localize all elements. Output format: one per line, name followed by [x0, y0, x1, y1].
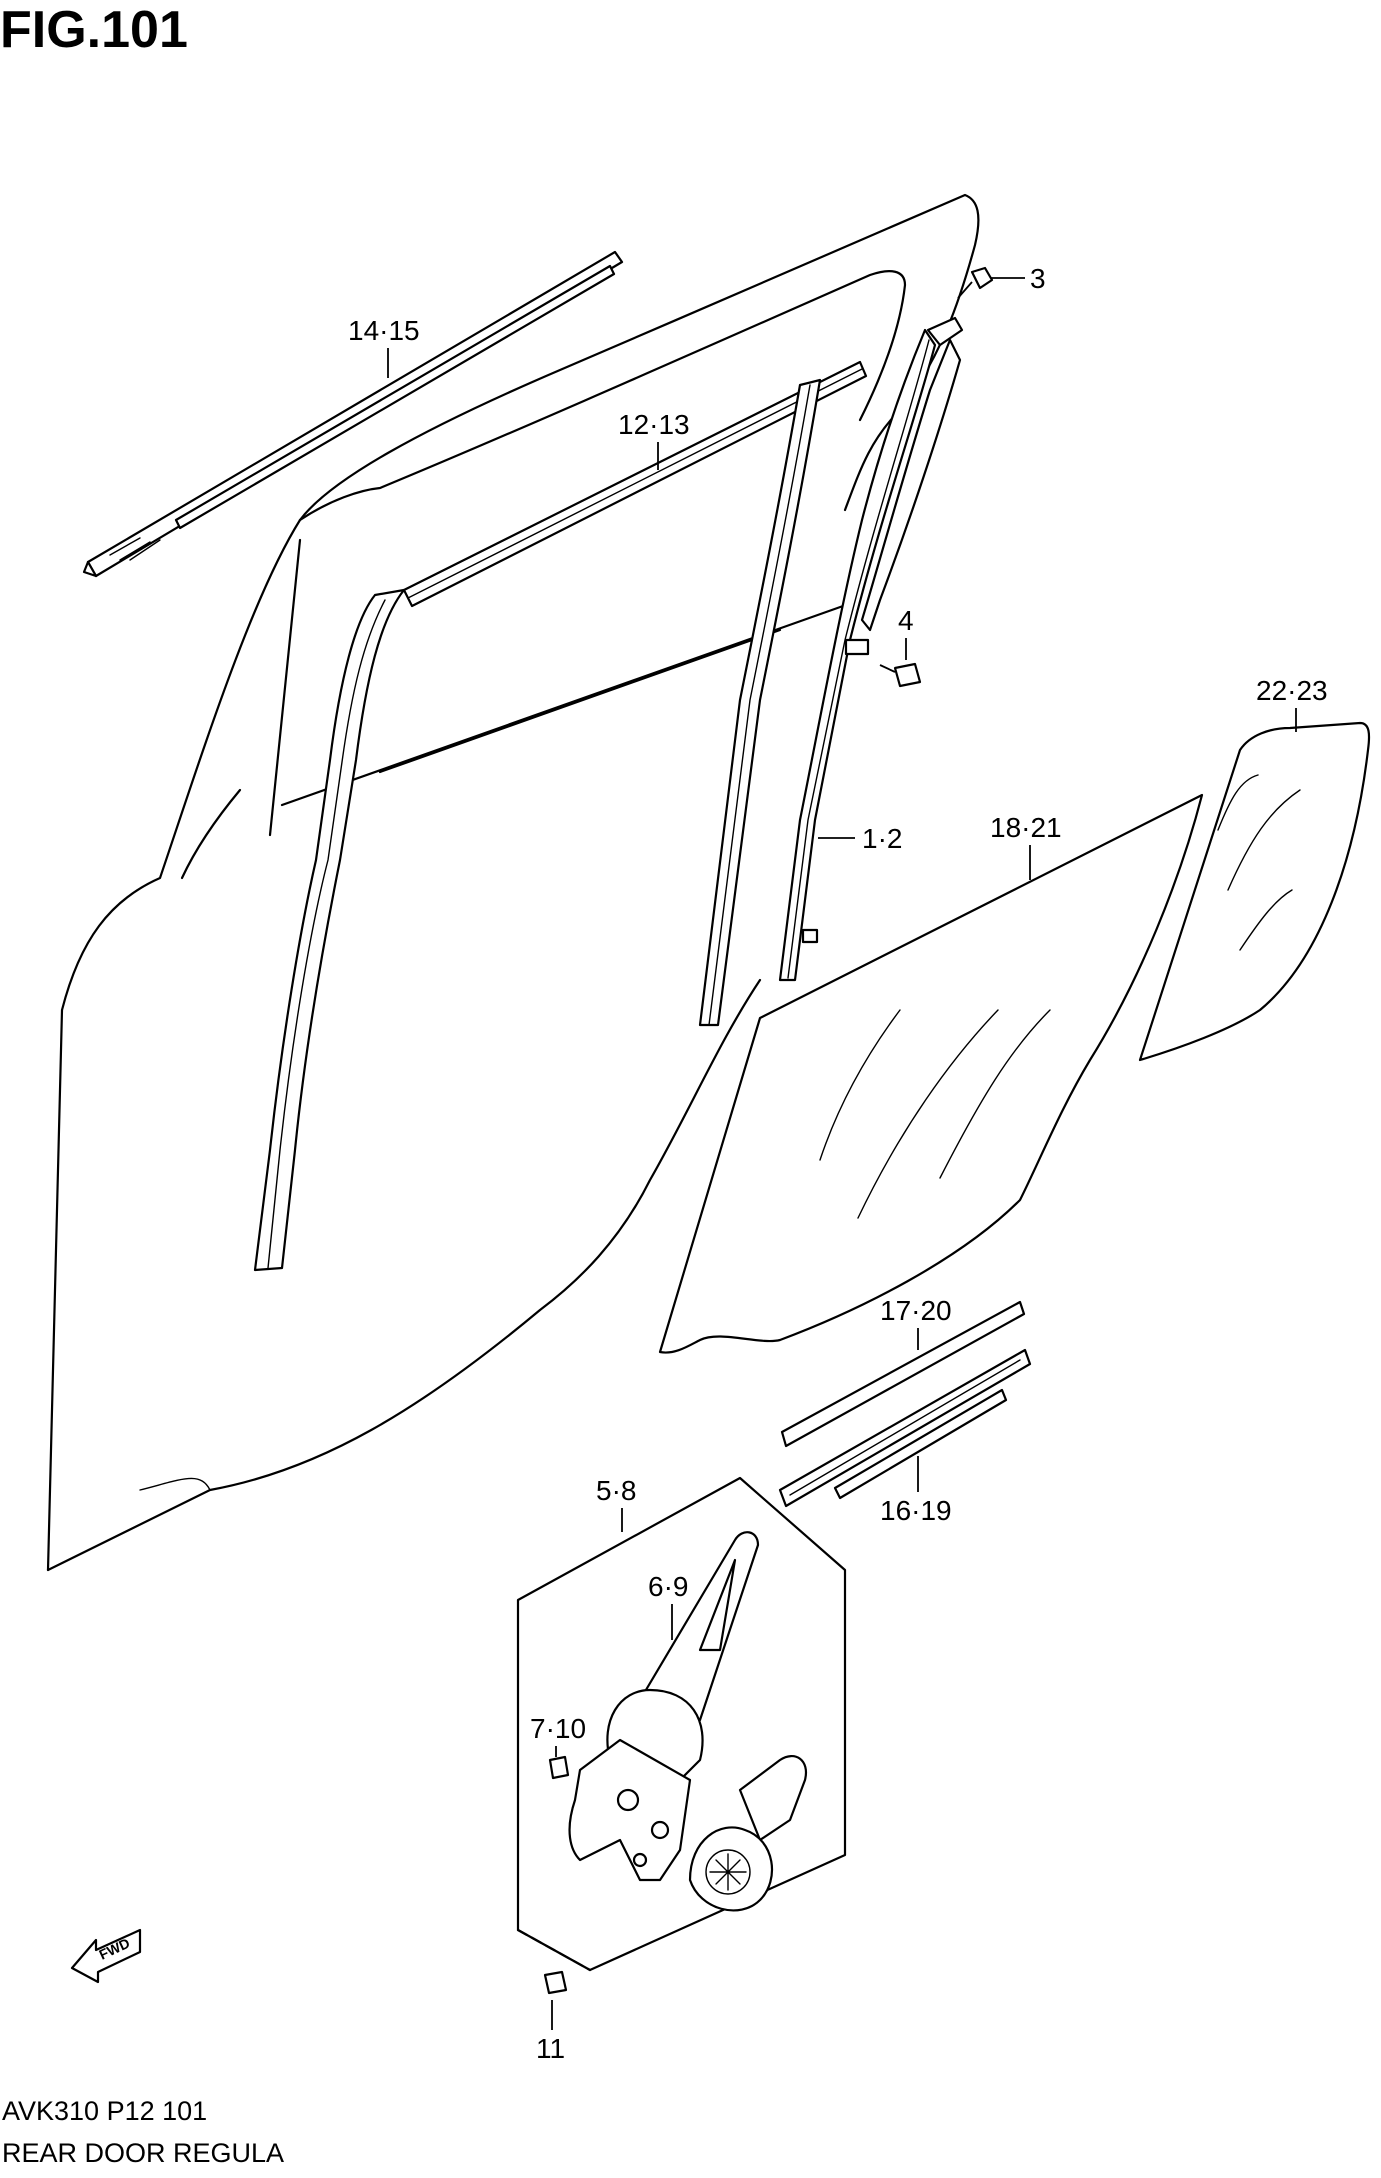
callout-22-23: 22·23 [1256, 675, 1328, 732]
quarter-glass [1138, 721, 1371, 1062]
callout-7-10: 7·10 [530, 1713, 586, 1757]
svg-text:4: 4 [898, 605, 914, 636]
svg-text:16·19: 16·19 [880, 1495, 952, 1526]
bolt-11-icon [543, 1970, 568, 1995]
fwd-arrow-icon: FWD [70, 1928, 142, 1984]
callout-5-8: 5·8 [596, 1475, 636, 1532]
bolt-7-10-icon [548, 1755, 570, 1780]
svg-text:22·23: 22·23 [1256, 675, 1328, 706]
regulator-box [516, 1476, 847, 1972]
upper-moulding [82, 250, 624, 578]
callout-6-9: 6·9 [648, 1571, 688, 1640]
diagram-name: REAR DOOR REGULA [2, 2138, 285, 2168]
weatherstrip-outer [778, 1348, 1032, 1508]
weatherstrip-inner [780, 1300, 1026, 1448]
svg-text:7·10: 7·10 [530, 1713, 586, 1744]
regulator-motor [688, 1755, 808, 1912]
svg-text:5·8: 5·8 [596, 1475, 636, 1506]
figure-title: FIG.101 [0, 1, 188, 59]
callout-16-19: 16·19 [880, 1456, 952, 1526]
screw-3-icon [957, 266, 994, 299]
door-panel [46, 193, 980, 1572]
diagram-code: AVK310 P12 101 [2, 2096, 208, 2126]
door-glass [658, 793, 1204, 1354]
svg-text:11: 11 [536, 2033, 565, 2064]
callout-14-15: 14·15 [348, 315, 420, 378]
svg-text:17·20: 17·20 [880, 1295, 952, 1326]
svg-text:18·21: 18·21 [990, 812, 1062, 843]
svg-text:6·9: 6·9 [648, 1571, 688, 1602]
door-frame-front [253, 360, 868, 1272]
callout-1-2: 1·2 [818, 823, 902, 854]
svg-text:3: 3 [1030, 263, 1046, 294]
callout-18-21: 18·21 [990, 812, 1062, 880]
callout-3: 3 [990, 263, 1046, 294]
callout-17-20: 17·20 [880, 1295, 952, 1350]
bolt-4-icon [879, 662, 922, 688]
callout-11: 11 [536, 2000, 565, 2064]
svg-text:12·13: 12·13 [618, 409, 690, 440]
callout-4: 4 [898, 605, 914, 660]
rear-sash-channel [778, 316, 964, 982]
callout-12-13: 12·13 [618, 409, 690, 470]
regulator-arm [568, 1531, 760, 1882]
svg-text:1·2: 1·2 [862, 823, 902, 854]
svg-text:14·15: 14·15 [348, 315, 420, 346]
